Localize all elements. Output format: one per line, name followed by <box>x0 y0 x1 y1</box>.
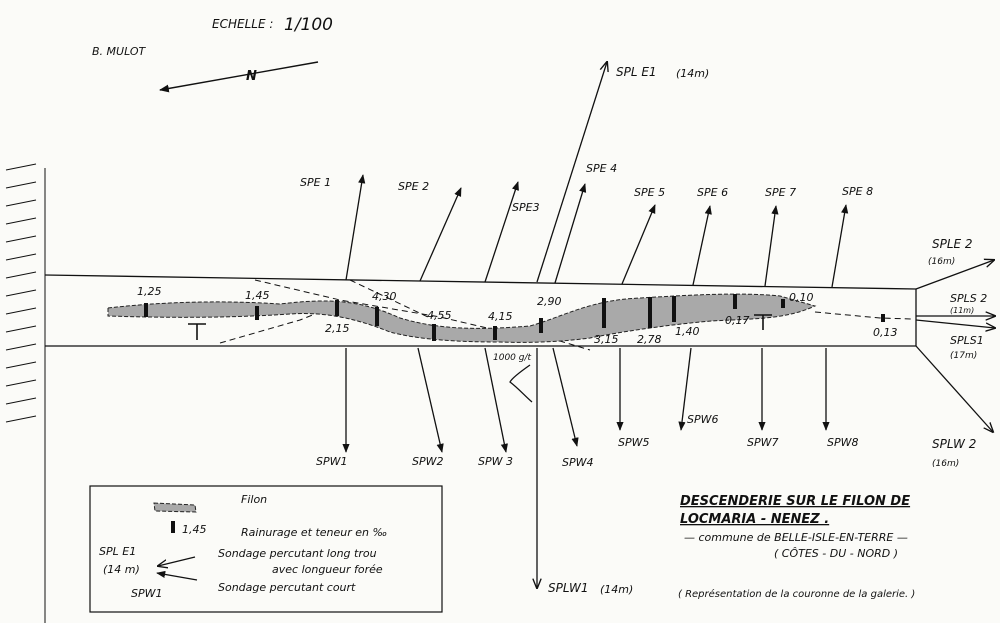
title-line-3: — commune de BELLE-ISLE-EN-TERRE — <box>684 531 908 544</box>
hole-length-spl-s1: (17m) <box>950 351 977 361</box>
groove-marks <box>144 294 885 341</box>
hole-label-spl-e2: SPLE 2 <box>932 237 973 251</box>
west-holes: SPW1 SPW2 SPW 3 SPW4 SPW5 SPW6 SPW7 SPW8 <box>316 347 859 469</box>
hole-label-spe7: SPE 7 <box>765 186 796 199</box>
title-line-4: ( CÔTES - DU - NORD ) <box>774 547 898 560</box>
hole-label-spl-s2: SPLS 2 <box>950 292 987 305</box>
hole-label-spl-e1: SPL E1 <box>616 65 657 79</box>
scale-label: ECHELLE : <box>212 17 273 31</box>
grade-label: 4,55 <box>427 309 452 322</box>
hole-label-spe6: SPE 6 <box>697 186 728 199</box>
title-note: ( Représentation de la couronne de la ga… <box>678 588 915 600</box>
wall-hatching <box>5 163 46 623</box>
gallery-outline <box>44 274 917 347</box>
hole-label-spl-w1: SPLW1 <box>548 581 589 595</box>
legend-long-hole-line2: avec longueur forée <box>272 563 383 576</box>
hole-label-spl-s1: SPLS1 <box>950 334 984 347</box>
vein-tail <box>814 311 913 320</box>
grade-label: 0,13 <box>873 326 898 339</box>
hole-label-spe4: SPE 4 <box>586 162 617 175</box>
hole-length-spl-e2: (16m) <box>928 257 955 267</box>
grade-note: 1000 g/t <box>493 353 532 363</box>
hole-label-spe5: SPE 5 <box>634 186 665 199</box>
legend-box: Filon 1,45 Rainurage et teneur en ‰ SPL … <box>89 485 443 613</box>
grade-label: 3,15 <box>594 333 619 346</box>
hole-label-spw2: SPW2 <box>412 455 444 468</box>
legend-long-hole-length: (14 m) <box>103 563 140 576</box>
grade-label: 1,25 <box>137 285 162 298</box>
grade-label: 2,90 <box>537 295 562 308</box>
vein-shape <box>107 293 817 343</box>
legend-groove-label: Rainurage et teneur en ‰ <box>241 526 387 539</box>
hole-label-spe8: SPE 8 <box>842 185 873 198</box>
hole-length-spl-s2: (11m) <box>950 306 974 315</box>
title-block: DESCENDERIE SUR LE FILON DE LOCMARIA - N… <box>678 494 915 600</box>
legend-groove-sample: 1,45 <box>182 523 207 536</box>
north-arrow-label: N <box>246 69 257 84</box>
grade-label: 0,17 <box>725 314 750 327</box>
grade-label: 1,45 <box>245 289 270 302</box>
scale-value: 1/100 <box>284 15 333 35</box>
grade-label: 4,30 <box>372 290 397 303</box>
grade-label: 1,40 <box>675 325 700 338</box>
hole-length-spl-w1: (14m) <box>600 583 633 596</box>
hole-label-spw6: SPW6 <box>687 413 719 426</box>
grade-label: 0,10 <box>789 291 814 304</box>
grade-label: 2,15 <box>325 322 350 335</box>
hole-label-spw3: SPW 3 <box>478 455 513 468</box>
hole-label-spl-w2: SPLW 2 <box>932 437 976 451</box>
legend-short-hole-text: Sondage percutant court <box>218 581 356 594</box>
legend-filon-label: Filon <box>241 493 267 506</box>
hole-label-spe3: SPE3 <box>512 201 540 214</box>
long-holes: SPL E1 (14m) SPLW1 (14m) SPLE 2 (16m) SP… <box>537 62 995 596</box>
hole-label-spw8: SPW8 <box>827 436 859 449</box>
hole-length-spl-e1: (14m) <box>676 67 709 80</box>
grade-note-sketch <box>509 364 533 403</box>
north-arrow-icon: N <box>159 61 319 93</box>
hole-label-spe1: SPE 1 <box>300 176 331 189</box>
hole-label-spw4: SPW4 <box>562 456 594 469</box>
hole-length-spl-w2: (16m) <box>932 459 959 469</box>
dip-symbol-icon <box>188 314 772 340</box>
hole-label-spw1: SPW1 <box>316 455 348 468</box>
legend-long-hole-label: SPL E1 <box>99 545 136 558</box>
grade-label: 4,15 <box>488 310 513 323</box>
east-holes: SPE 1 SPE 2 SPE3 SPE 4 SPE 5 SPE 6 SPE 7… <box>300 162 873 288</box>
legend-short-hole-label: SPW1 <box>131 587 163 600</box>
legend-filon-swatch <box>153 502 197 513</box>
hole-label-spw5: SPW5 <box>618 436 650 449</box>
title-line-2: LOCMARIA - NENEZ . <box>680 512 829 527</box>
hole-label-spe2: SPE 2 <box>398 180 429 193</box>
author-label: B. MULOT <box>92 45 147 58</box>
title-line-1: DESCENDERIE SUR LE FILON DE <box>680 494 910 509</box>
hole-label-spw7: SPW7 <box>747 436 779 449</box>
grade-labels: 1,25 1,45 2,15 4,30 4,55 4,15 2,90 3,15 … <box>137 285 898 363</box>
legend-long-hole-line1: Sondage percutant long trou <box>218 547 377 560</box>
grade-label: 2,78 <box>637 333 662 346</box>
